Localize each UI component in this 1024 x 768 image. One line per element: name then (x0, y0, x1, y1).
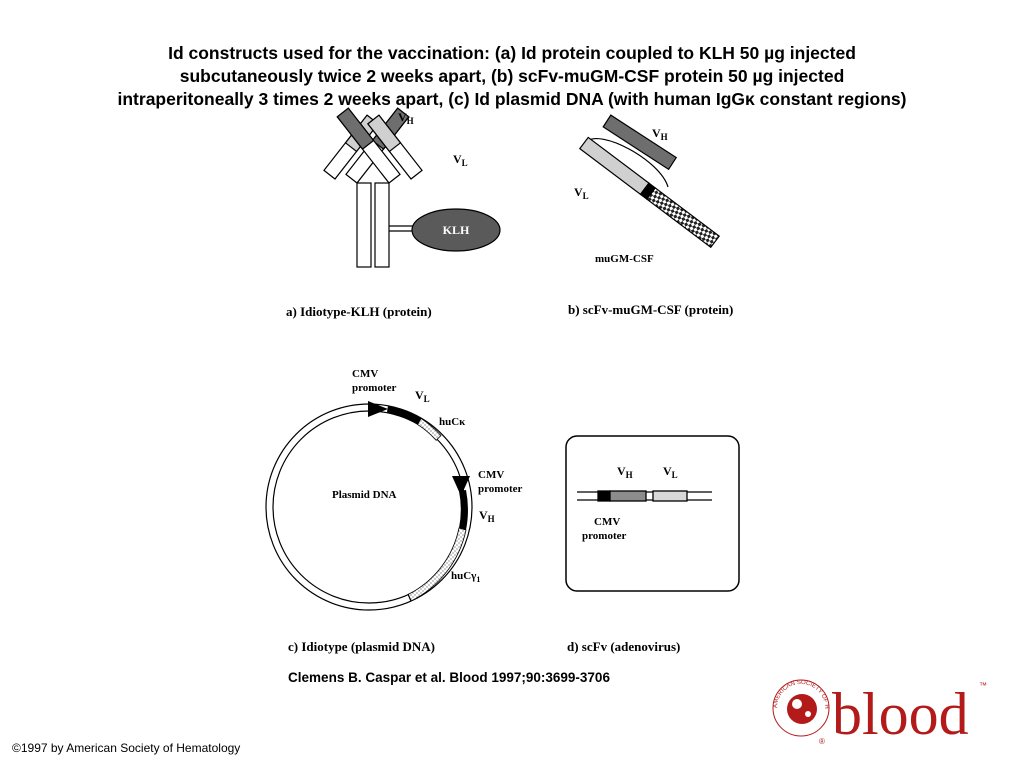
title-line-1: Id constructs used for the vaccination: … (168, 43, 856, 63)
logo-tm: ™ (979, 681, 987, 690)
adenovirus-construct (565, 435, 740, 592)
panel-b-scfv (578, 114, 721, 249)
plasmid-circle (265, 403, 473, 611)
title-line-3: intraperitoneally 3 times 2 weeks apart,… (117, 89, 907, 109)
cmv-arrow-1 (368, 401, 388, 417)
panel-a-vl-label: VL (453, 152, 468, 168)
panel-a-caption: a) Idiotype-KLH (protein) (286, 304, 432, 319)
huck-label: huCκ (439, 416, 466, 428)
panel-d-caption: d) scFv (adenovirus) (567, 639, 680, 654)
panel-d-cmv-line1: CMV (594, 516, 620, 528)
klh-label: KLH (443, 223, 470, 237)
blood-cell-icon (787, 694, 817, 724)
panel-b-vl-label: VL (574, 185, 589, 201)
klh-carrier (411, 208, 501, 252)
citation: Clemens B. Caspar et al. Blood 1997;90:3… (288, 670, 610, 685)
panel-a-antibody (323, 107, 501, 268)
panel-a-vh-label: VH (398, 110, 414, 126)
panel-c-vl-label: VL (415, 388, 430, 404)
hucg1-label: huCγ1 (451, 570, 480, 584)
panel-d-vl-label: VL (663, 464, 678, 480)
logo-wordmark: blood (832, 681, 969, 747)
slide-title: Id constructs used for the vaccination: … (0, 42, 1024, 111)
logo-reg: ® (819, 737, 825, 746)
plasmid-segments (368, 401, 470, 602)
panel-b-caption: b) scFv-muGM-CSF (protein) (568, 302, 733, 317)
panel-b-vh-label: VH (652, 126, 668, 142)
gmcsf-label: muGM-CSF (595, 253, 654, 265)
plasmid-label: Plasmid DNA (332, 489, 397, 501)
panel-d-vh-label: VH (617, 464, 633, 480)
blood-logo: AMERICAN SOCIETY OF HEMATOLOGY blood ™ ® (0, 0, 987, 747)
panel-c-cmv1-line1: CMV (352, 368, 378, 380)
panel-c-cmv2-line2: promoter (478, 483, 523, 495)
panel-c-cmv2-line1: CMV (478, 469, 504, 481)
panel-d-cmv-line2: promoter (582, 530, 627, 542)
panel-c-caption: c) Idiotype (plasmid DNA) (288, 639, 435, 654)
panel-c-cmv1-line2: promoter (352, 382, 397, 394)
cmv-arrow-2 (452, 476, 470, 496)
copyright: ©1997 by American Society of Hematology (12, 741, 241, 755)
svg-text:AMERICAN SOCIETY OF HEMATOLOGY: AMERICAN SOCIETY OF HEMATOLOGY (0, 0, 829, 709)
title-line-2: subcutaneously twice 2 weeks apart, (b) … (179, 66, 845, 86)
panel-c-vh-label: VH (479, 508, 495, 524)
